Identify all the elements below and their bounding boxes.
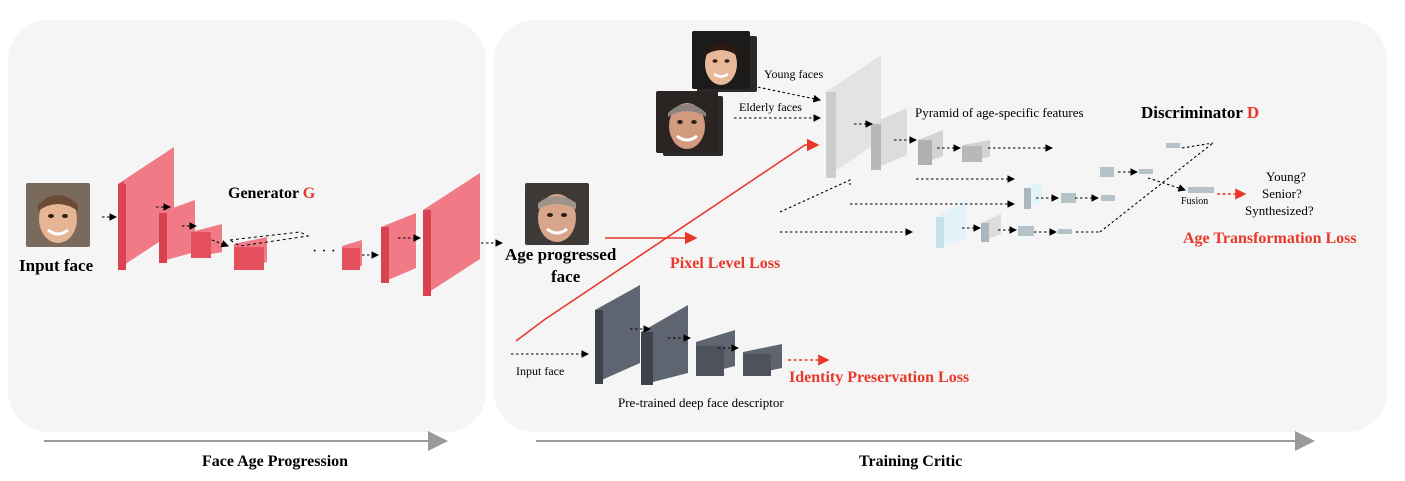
- ellipsis: · · ·: [312, 243, 336, 260]
- generator-title: Generator G: [228, 186, 315, 202]
- face-descriptor-network: [595, 285, 782, 385]
- generator-network: [118, 147, 480, 296]
- generator-arrows: [102, 203, 504, 259]
- input-face-small-label: Input face: [516, 364, 565, 378]
- loss-lines: [515, 138, 820, 342]
- young-face-image: [692, 31, 750, 89]
- question-senior: Senior?: [1262, 186, 1302, 201]
- face-age-progression-label: Face Age Progression: [202, 453, 349, 470]
- young-faces-label: Young faces: [764, 67, 824, 81]
- question-synthesized: Synthesized?: [1245, 203, 1314, 218]
- generator-label: Generator: [228, 185, 299, 202]
- discriminator-label: Discriminator: [1141, 103, 1243, 122]
- descriptor-label: Pre-trained deep face descriptor: [618, 395, 784, 410]
- discriminator-letter: D: [1246, 103, 1260, 122]
- training-critic-label: Training Critic: [859, 453, 963, 470]
- pixel-loss-label: Pixel Level Loss: [670, 255, 781, 272]
- discriminator-arrows: [713, 77, 1214, 236]
- input-face-label: Input face: [19, 256, 94, 275]
- elderly-faces-label: Elderly faces: [739, 100, 802, 114]
- descriptor-arrows: [511, 325, 740, 358]
- age-progressed-face-image: [525, 183, 589, 245]
- input-face-image: [26, 183, 90, 247]
- elderly-face-image: [656, 91, 718, 153]
- age-progressed-label-1: Age progressed: [505, 245, 617, 264]
- age-progressed-label-2: face: [551, 267, 581, 286]
- pyramid-label: Pyramid of age-specific features: [915, 105, 1084, 120]
- identity-loss-label: Identity Preservation Loss: [789, 369, 970, 386]
- discriminator-title: Discriminator D: [1141, 104, 1259, 121]
- age-loss-label: Age Transformation Loss: [1183, 230, 1357, 247]
- discriminator-network: [826, 55, 1214, 248]
- fusion-label: Fusion: [1181, 196, 1209, 207]
- generator-letter: G: [302, 185, 316, 202]
- question-young: Young?: [1266, 169, 1306, 184]
